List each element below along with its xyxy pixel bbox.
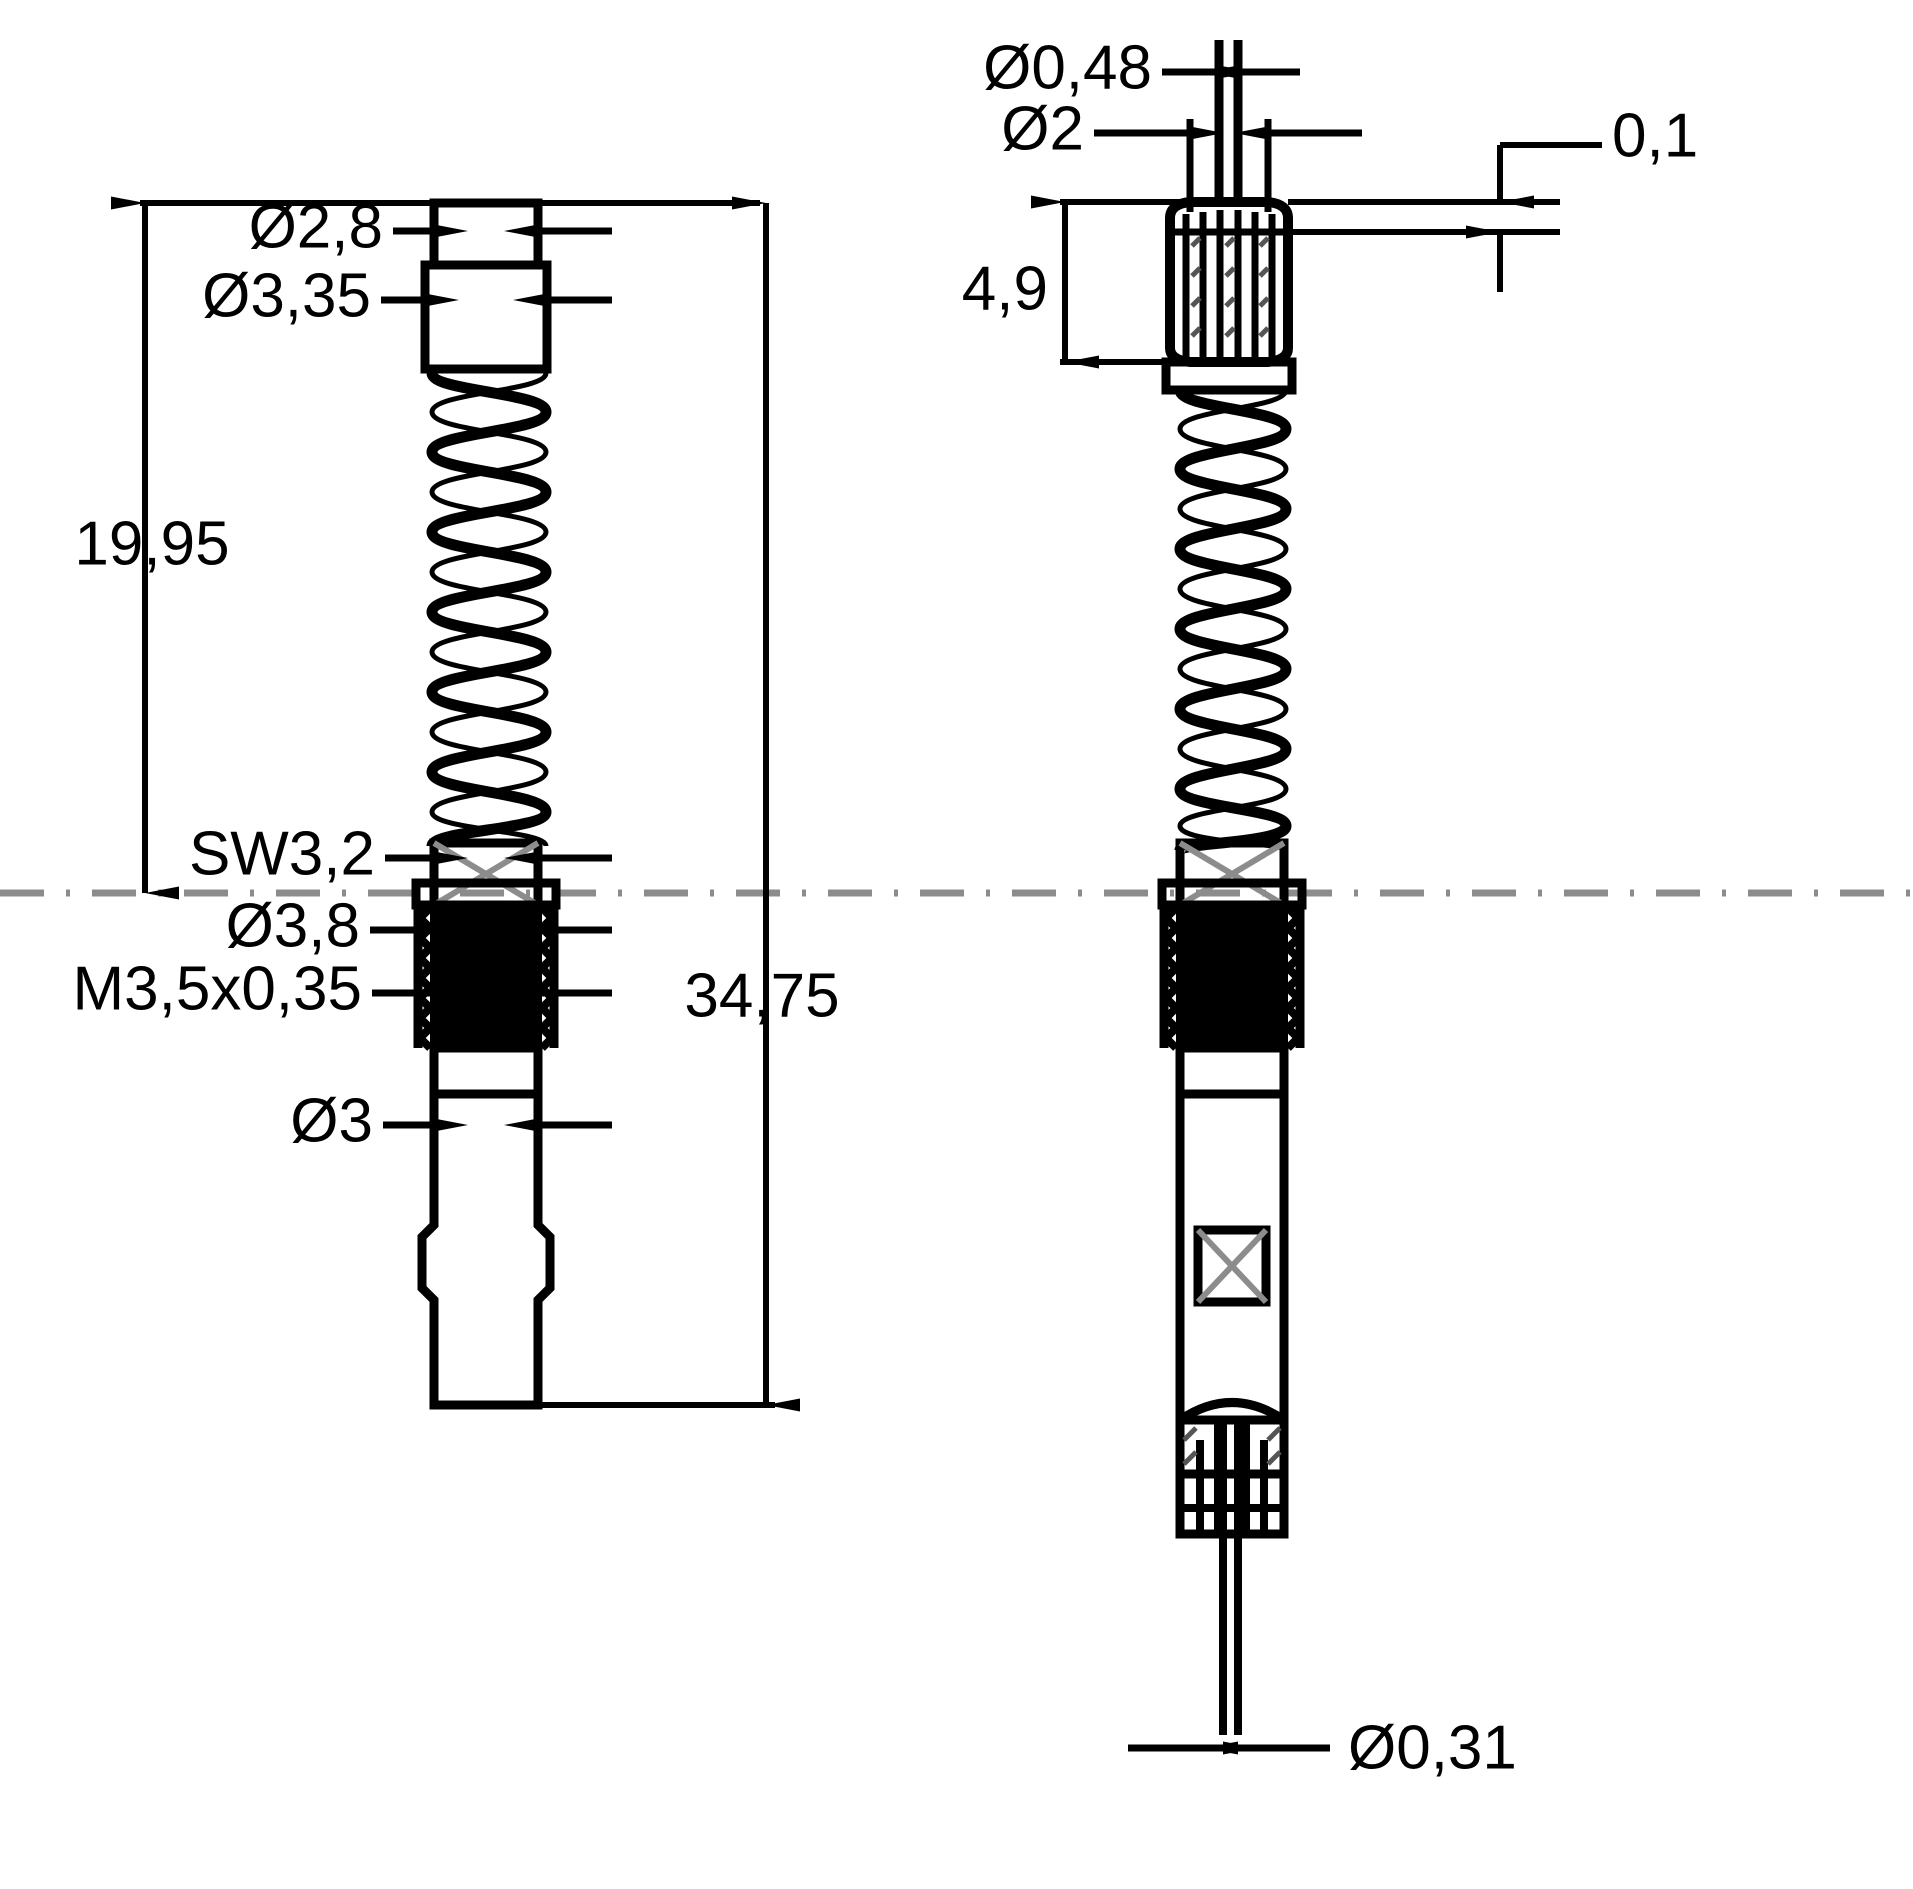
dim-label-dia-3-8: Ø3,8 (226, 891, 360, 960)
dim-label-dia-3: Ø3 (290, 1086, 373, 1155)
dim-label-gap-0-1: 0,1 (1612, 101, 1698, 170)
dim-label-dia-3-35: Ø3,35 (202, 261, 371, 330)
coil-spring-right (1174, 387, 1292, 856)
knurl-detail (1170, 210, 1288, 362)
dim-label-dia-0-31: Ø0,31 (1348, 1713, 1517, 1782)
coil-spring-left (426, 370, 552, 849)
left-view-geometry (411, 198, 561, 1410)
dim-label-len-34-75: 34,75 (684, 961, 839, 1030)
right-view-dimensions (1031, 65, 1602, 1755)
dim-label-dia-0-48: Ø0,48 (983, 33, 1152, 102)
dim-label-dia-2: Ø2 (1001, 94, 1084, 163)
dim-label-sw-3-2: SW3,2 (189, 819, 375, 888)
dim-label-thread-m3-5: M3,5x0,35 (72, 954, 362, 1023)
dim-label-dia-2-8: Ø2,8 (249, 192, 383, 261)
tip-section-detail (1175, 1398, 1289, 1539)
left-view-dimensions (111, 196, 800, 1412)
dim-label-len-19-95: 19,95 (74, 509, 229, 578)
dim-label-len-4-9: 4,9 (962, 254, 1048, 323)
right-view-geometry (1157, 40, 1307, 1735)
knurl-hatch (1190, 236, 1270, 338)
